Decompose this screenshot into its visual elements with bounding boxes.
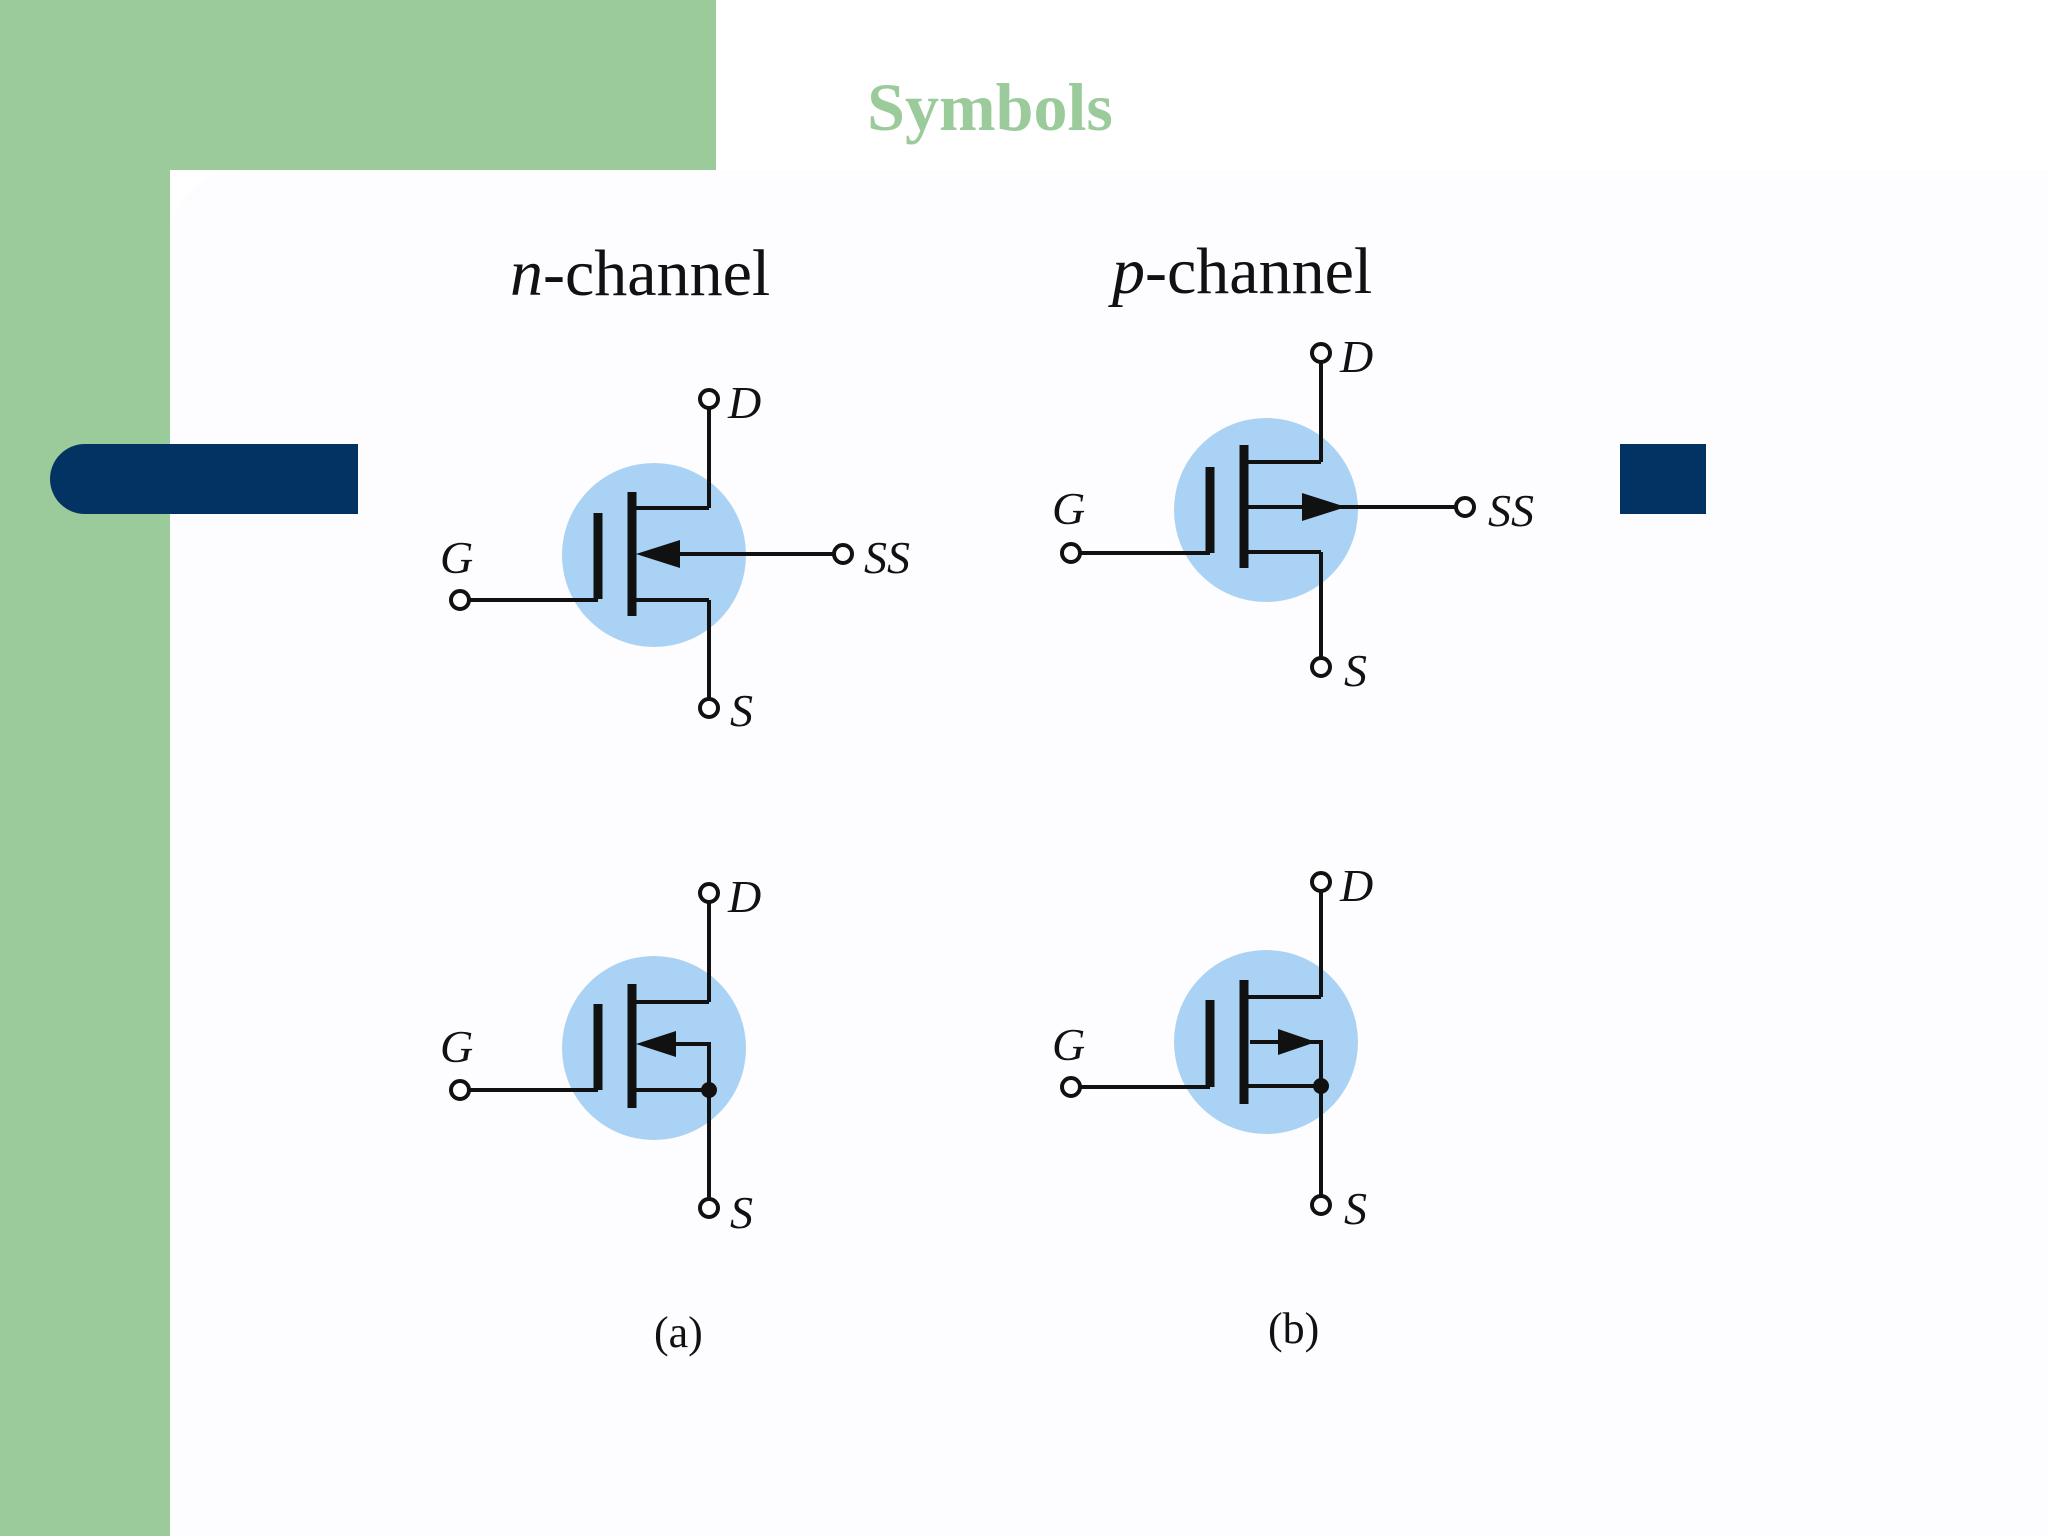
n-symbol2-gate-label: G [440,1021,473,1072]
p-symbol2-drain-terminal [1310,871,1332,893]
n-symbol2-arrow [636,1031,676,1057]
p-symbol1-drain-label: D [1339,331,1373,382]
n-symbol1-source-terminal [698,697,720,719]
n-symbol2-drain-terminal [698,882,720,904]
p-symbol2-gate-terminal [1060,1076,1082,1098]
p-symbol1-source-label: S [1344,645,1367,696]
p-channel-prefix: p [1108,235,1145,308]
n-symbol2-source-terminal [698,1197,720,1219]
p-symbol1-source-terminal [1310,656,1332,678]
p-channel-suffix: -channel [1145,235,1372,308]
p-channel-mosfet-ss-symbol [1060,342,1476,678]
n-symbol1-gate-terminal [449,589,471,611]
left-accent-bar [50,444,358,514]
right-accent-bar [1620,444,1706,514]
n-symbol1-substrate-label: SS [864,532,910,583]
green-sidebar [0,0,170,1536]
n-symbol1-gate-label: G [440,532,473,583]
n-channel-mosfet-symbol [449,882,746,1219]
p-symbol2-drain-label: D [1339,860,1373,911]
p-symbol1-gate-label: G [1052,483,1085,534]
n-symbol1-substrate-terminal [832,543,854,565]
n-symbol1-drain-label: D [727,377,761,428]
p-symbol1-substrate-terminal [1454,496,1476,518]
n-channel-suffix: -channel [543,237,770,310]
n-symbol2-gate-terminal [449,1079,471,1101]
content-panel [170,170,2048,1536]
p-symbol2-gate-label: G [1052,1019,1085,1070]
p-channel-heading: p-channel [1108,235,1372,308]
p-symbol1-arrow [1302,493,1346,521]
p-symbol1-substrate-label: SS [1488,485,1534,536]
slide-title: Symbols [867,69,1113,145]
green-header-block [0,0,716,170]
n-symbol1-source-label: S [730,685,753,736]
n-symbol1-drain-terminal [698,388,720,410]
n-channel-prefix: n [510,237,543,310]
p-symbol2-source-terminal [1310,1194,1332,1216]
p-symbol1-gate-terminal [1060,542,1082,564]
p-symbol1-drain-terminal [1310,342,1332,364]
n-channel-mosfet-ss-symbol [449,388,854,719]
n-symbol2-source-label: S [730,1187,753,1238]
p-channel-mosfet-symbol [1060,871,1358,1216]
caption-b: (b) [1268,1304,1319,1353]
n-symbol2-drain-label: D [727,871,761,922]
caption-a: (a) [654,1308,703,1357]
n-channel-heading: n-channel [510,237,770,310]
p-symbol2-source-label: S [1344,1183,1367,1234]
p-symbol2-arrow [1278,1029,1316,1055]
n-symbol1-arrow [636,540,680,568]
